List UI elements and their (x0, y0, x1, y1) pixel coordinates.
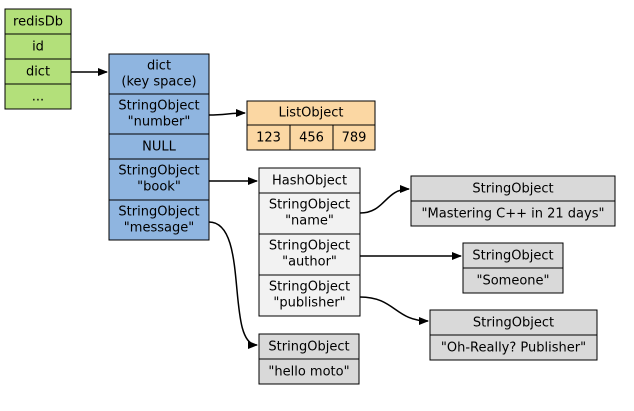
dict-header-title: dict (147, 59, 171, 74)
string-object-value: "Oh-Really? Publisher" (441, 341, 586, 356)
hash-field-name-type: StringObject (269, 198, 350, 213)
list-item-value: 789 (342, 131, 367, 146)
hash-field-author-cell (258, 233, 361, 276)
pointer-arrows (71, 68, 462, 349)
redis-db-more-label: ... (32, 90, 44, 105)
dict-entry-book-type: StringObject (118, 164, 199, 179)
hash-object-title-cell (258, 167, 361, 194)
dict-entry-number-cell (108, 93, 210, 135)
redis-db-title: redisDb (13, 15, 63, 30)
arrow-name-to-string (359, 185, 410, 214)
string-object-title: StringObject (472, 249, 553, 264)
dict-entry-book-key: "book" (137, 180, 181, 195)
dict-entry-book-cell (108, 158, 210, 201)
string-object-value: "hello moto" (268, 365, 349, 380)
string-object-title-cell (258, 333, 360, 360)
string-object-title-cell (429, 309, 598, 336)
hash-field-author-type: StringObject (269, 239, 350, 254)
redis-db-id-label: id (32, 40, 44, 55)
string-object-value-cell (429, 334, 598, 361)
dict-entry-number-type: StringObject (118, 99, 199, 114)
list-object-title: ListObject (278, 106, 343, 121)
list-item-value: 456 (299, 131, 324, 146)
redis-db-id-cell (4, 33, 72, 60)
hash-object: HashObject StringObject "name" StringObj… (258, 167, 361, 317)
list-item-cell (332, 124, 376, 151)
redis-db-title-cell (4, 8, 72, 35)
string-object-value-cell (410, 200, 616, 227)
list-item-value: 123 (256, 131, 281, 146)
string-object-value: "Someone" (476, 274, 549, 289)
string-object-value: "Mastering C++ in 21 days" (422, 207, 605, 222)
string-object-title: StringObject (472, 182, 553, 197)
string-object-author-value: StringObject "Someone" (462, 242, 564, 294)
arrow-message-to-string (208, 221, 258, 349)
dict-entry-message-key: "message" (124, 221, 194, 236)
redis-db-struct: redisDb id dict ... (4, 8, 72, 110)
dict-header-subtitle: (key space) (121, 75, 196, 90)
hash-field-name-key: "name" (285, 214, 334, 229)
dict-entry-message-type: StringObject (118, 205, 199, 220)
dict-entry-null-label: NULL (142, 140, 176, 155)
hash-field-publisher-type: StringObject (269, 280, 350, 295)
string-object-title: StringObject (473, 316, 554, 331)
redis-db-more-cell (4, 83, 72, 110)
string-object-publisher-value: StringObject "Oh-Really? Publisher" (429, 309, 598, 361)
hash-field-publisher-cell (258, 274, 361, 317)
string-object-title-cell (462, 242, 564, 269)
string-object-title: StringObject (268, 340, 349, 355)
string-object-name-value: StringObject "Mastering C++ in 21 days" (410, 175, 616, 227)
dict-entry-message-cell (108, 199, 210, 241)
string-object-title-cell (410, 175, 616, 202)
string-object-value-cell (258, 358, 360, 385)
hash-field-author-key: "author" (282, 255, 337, 270)
hash-field-publisher-key: "publisher" (273, 296, 345, 311)
arrow-number-to-list (208, 109, 246, 118)
dict-entry-number-key: "number" (128, 115, 191, 130)
redis-db-dict-label: dict (26, 65, 50, 80)
string-object-message-value: StringObject "hello moto" (258, 333, 360, 385)
hash-object-title: HashObject (272, 174, 347, 189)
list-object: ListObject 123 456 789 (246, 100, 376, 151)
list-item-cell (289, 124, 334, 151)
string-object-value-cell (462, 267, 564, 294)
arrow-publisher-to-string (359, 296, 429, 325)
dict-struct: dict (key space) StringObject "number" N… (108, 53, 210, 241)
list-object-title-cell (246, 100, 376, 126)
